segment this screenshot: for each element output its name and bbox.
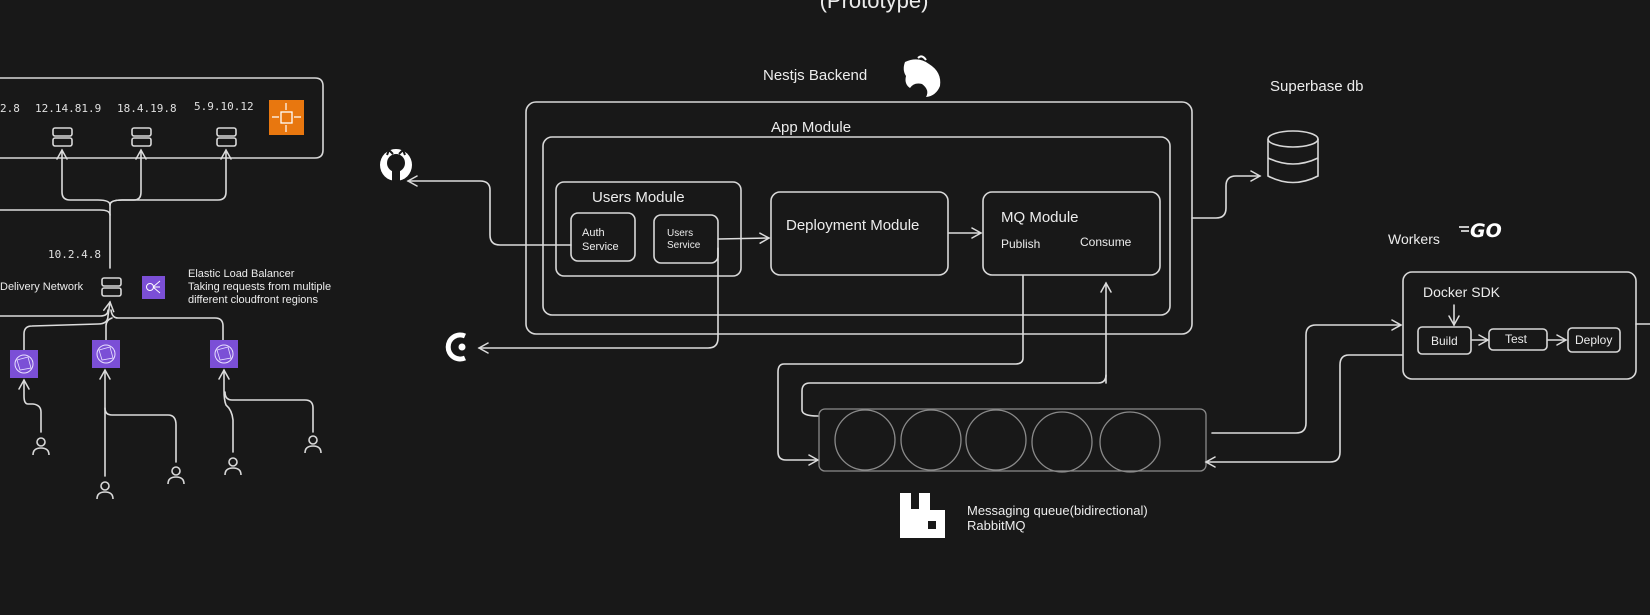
queue-slot (1099, 411, 1161, 473)
app-module-label: App Module (771, 119, 851, 136)
github-icon (380, 148, 412, 182)
queue-slot (900, 409, 962, 471)
cloudfront-icon (210, 340, 238, 368)
server-icon (52, 127, 73, 147)
nestjs-backend-label: Nestjs Backend (763, 67, 867, 84)
build-step[interactable] (1417, 326, 1472, 355)
docker-sdk-label: Docker SDK (1423, 284, 1501, 300)
server-ip-3: 5.9.10.12 (194, 100, 254, 113)
go-logo-text: GO (1470, 220, 1502, 242)
elb-desc-line2: different cloudfront regions (188, 294, 319, 306)
user-icon (167, 466, 185, 485)
elb-desc-line1: Taking requests from multiple (188, 281, 331, 293)
user-icon (224, 457, 242, 476)
users-module-label: Users Module (592, 189, 685, 206)
mq-module-box[interactable] (982, 191, 1161, 276)
clerk-icon (445, 332, 466, 362)
auth-service-box[interactable] (570, 212, 636, 262)
go-logo-icon: GO (1459, 220, 1502, 242)
user-icon (32, 437, 50, 456)
database-icon (1267, 130, 1319, 184)
queue-desc-line1: Messaging queue(bidirectional) (967, 503, 1148, 518)
load-balancer-ip: 10.2.4.8 (48, 248, 101, 261)
app-module-box (542, 136, 1171, 316)
server-icon (216, 127, 237, 147)
users-service-box[interactable] (653, 214, 719, 264)
test-step-label: Test (1505, 332, 1528, 346)
deploy-step[interactable] (1567, 327, 1621, 353)
queue-slot (834, 409, 896, 471)
auth-service-label-l1: Auth (582, 227, 605, 239)
users-service-label-l1: Users (667, 228, 693, 239)
server-icon (131, 127, 152, 147)
workers-label: Workers (1388, 231, 1440, 247)
diagram-title: (Prototype) (820, 0, 929, 13)
elastic-load-balancer-icon (142, 276, 165, 299)
autoscaling-icon (269, 100, 304, 135)
server-ip-1: 12.14.81.9 (35, 102, 101, 115)
rabbitmq-logo-icon (900, 493, 945, 538)
server-group: 2.8 12.14.81.9 18.4.19.8 5.9.10.12 (0, 77, 324, 159)
elb-title: Elastic Load Balancer (188, 268, 295, 280)
user-icon (96, 481, 114, 500)
server-group-box (0, 77, 324, 159)
message-queue-box (818, 408, 1207, 472)
deployment-module-box[interactable] (770, 191, 949, 276)
db-label: Superbase db (1270, 78, 1363, 95)
deploy-step-label: Deploy (1575, 333, 1612, 347)
mq-publish-label: Publish (1001, 237, 1040, 251)
cdn-label: Delivery Network (0, 281, 84, 293)
server-ip-0: 2.8 (0, 102, 20, 115)
load-balancer-server-icon (101, 277, 122, 297)
mq-module-label: MQ Module (1001, 209, 1079, 226)
nestjs-logo-icon (903, 55, 941, 97)
auth-service-label-l2: Service (582, 241, 619, 253)
queue-desc-line2: RabbitMQ (967, 518, 1026, 533)
deployment-module-label: Deployment Module (786, 217, 919, 234)
cloudfront-icon (10, 350, 38, 378)
queue-slots (834, 409, 1161, 473)
user-icon (304, 435, 322, 454)
users-service-label-l2: Service (667, 240, 701, 251)
workers-box (1402, 271, 1637, 380)
users-module-box (555, 181, 742, 277)
queue-slot (1031, 411, 1093, 473)
test-step[interactable] (1488, 328, 1548, 351)
build-step-label: Build (1431, 334, 1458, 348)
server-ip-2: 18.4.19.8 (117, 102, 177, 115)
mq-consume-label: Consume (1080, 235, 1132, 249)
queue-slot (965, 409, 1027, 471)
cloudfront-icon (92, 340, 120, 368)
